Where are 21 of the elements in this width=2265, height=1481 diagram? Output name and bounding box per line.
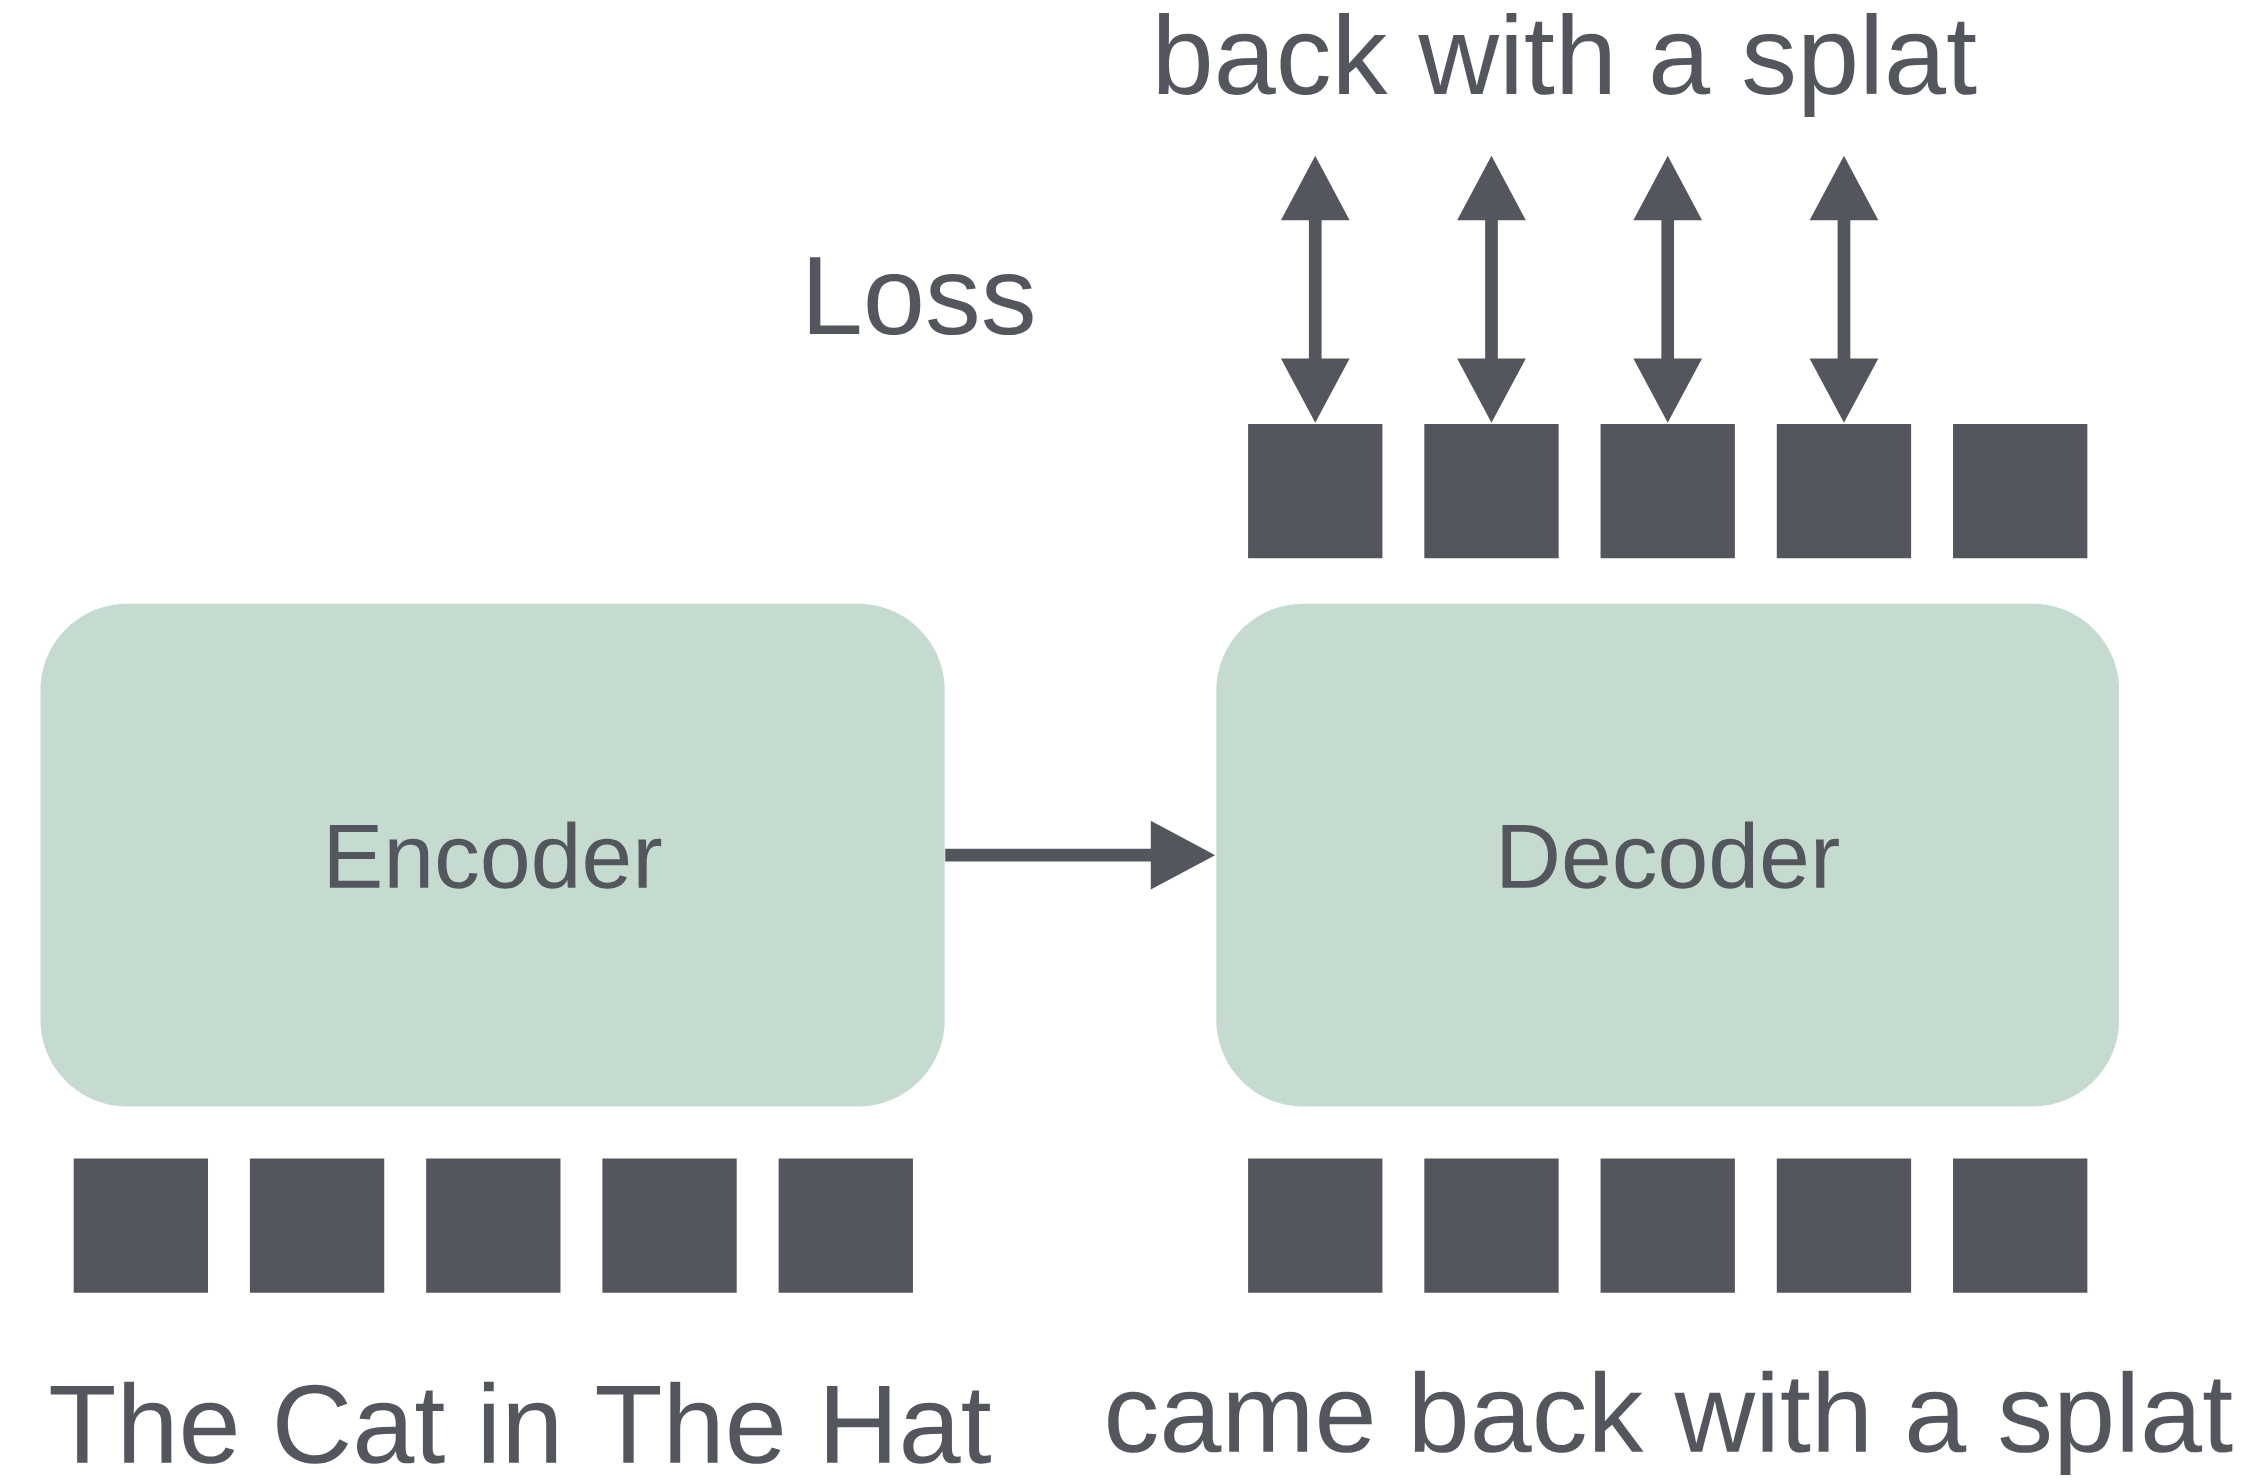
token-square (1424, 1158, 1559, 1294)
sentence-label: came back with a splat (1108, 1371, 2233, 1476)
token-square (1600, 424, 1735, 559)
token-square (249, 1158, 385, 1294)
target-text: back with a splat (1158, 13, 1977, 118)
sentence-label: The Cat in The Hat (50, 1382, 991, 1465)
token-square (602, 1158, 737, 1294)
token-square (1953, 424, 2088, 559)
token-square (1248, 424, 1383, 559)
token-square (778, 1158, 913, 1294)
model-box: Encoder (40, 604, 945, 1107)
token-square (73, 1158, 208, 1294)
token-square (1953, 1158, 2088, 1294)
token-square (426, 1158, 561, 1294)
token-square (1424, 424, 1559, 559)
model-box: Decoder (1216, 604, 2120, 1107)
token-square (1600, 1158, 1735, 1294)
token-square (1248, 1158, 1383, 1294)
token-square (1776, 1158, 1912, 1294)
token-square (1776, 424, 1912, 559)
loss-label: Loss (809, 257, 1033, 336)
